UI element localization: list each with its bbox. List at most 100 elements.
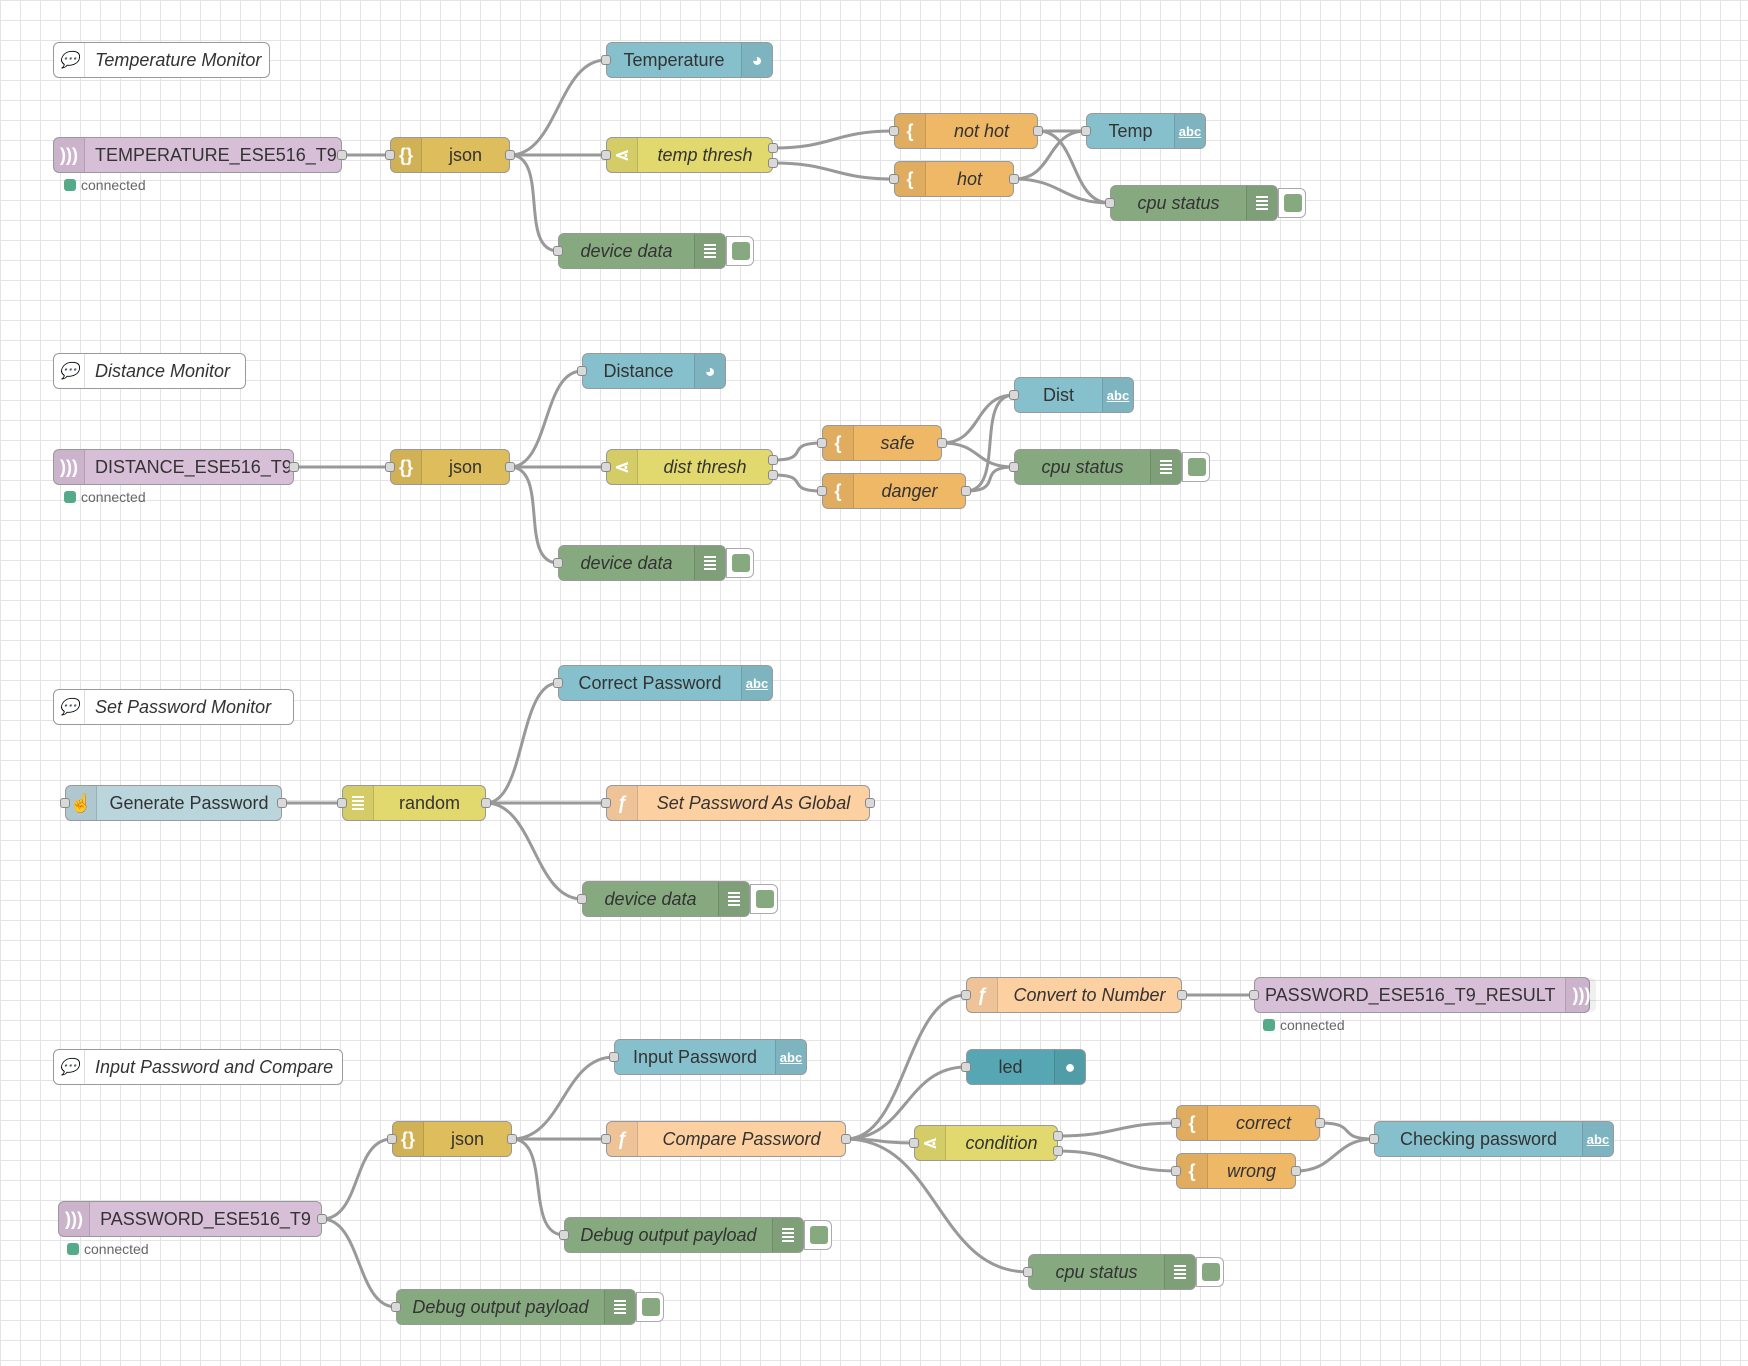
node-set-password-device-data-debug[interactable]: device data [577, 881, 778, 917]
output-port-1[interactable] [1053, 1131, 1063, 1141]
wire[interactable] [511, 1055, 615, 1141]
node-safe-template[interactable]: { safe [817, 425, 947, 461]
input-port[interactable] [385, 150, 395, 160]
wire[interactable] [772, 473, 823, 493]
wire[interactable] [1013, 129, 1087, 181]
node-convert-to-number-function[interactable]: ƒ Convert to Number [961, 977, 1187, 1013]
debug-toggle-button[interactable] [750, 884, 778, 914]
output-port[interactable] [507, 1134, 517, 1144]
input-port[interactable] [817, 438, 827, 448]
input-port[interactable] [601, 55, 611, 65]
output-port[interactable] [277, 798, 287, 808]
wire[interactable] [772, 161, 895, 181]
node-dist-thresh-switch[interactable]: ⋖ dist thresh [601, 449, 778, 485]
node-temp-text[interactable]: Temp abc [1081, 113, 1206, 149]
output-port[interactable] [505, 150, 515, 160]
input-port[interactable] [1009, 390, 1019, 400]
wire[interactable] [1013, 177, 1111, 205]
debug-toggle-button[interactable] [636, 1292, 664, 1322]
node-generate-password-inject[interactable]: ☝ Generate Password [60, 785, 287, 821]
input-port[interactable] [601, 798, 611, 808]
wire[interactable] [1037, 129, 1111, 205]
input-port[interactable] [601, 1134, 611, 1144]
input-port[interactable] [1171, 1166, 1181, 1176]
wire[interactable] [965, 393, 1015, 493]
output-port-2[interactable] [768, 158, 778, 168]
wire[interactable] [509, 153, 559, 253]
node-random[interactable]: random [337, 785, 491, 821]
input-port[interactable] [889, 174, 899, 184]
node-wrong-template[interactable]: { wrong [1171, 1153, 1301, 1189]
comment-input-password-compare[interactable]: 💬 Input Password and Compare [53, 1049, 343, 1085]
node-correct-template[interactable]: { correct [1171, 1105, 1325, 1141]
wire[interactable] [509, 465, 559, 565]
output-port[interactable] [317, 1214, 327, 1224]
node-temp-thresh-switch[interactable]: ⋖ temp thresh [601, 137, 778, 173]
node-distance-cpu-status-debug[interactable]: cpu status [1009, 449, 1210, 485]
debug-toggle-button[interactable] [1196, 1257, 1224, 1287]
wire[interactable] [1319, 1121, 1375, 1141]
input-port[interactable] [559, 1230, 569, 1240]
debug-toggle-button[interactable] [1182, 452, 1210, 482]
output-port[interactable] [961, 486, 971, 496]
node-distance-gauge[interactable]: Distance ◕ [577, 353, 726, 389]
wire[interactable] [509, 369, 583, 469]
wire[interactable] [845, 993, 967, 1141]
wire[interactable] [772, 441, 823, 462]
input-port[interactable] [337, 798, 347, 808]
input-port[interactable] [601, 462, 611, 472]
input-port[interactable] [909, 1138, 919, 1148]
input-port[interactable] [889, 126, 899, 136]
output-port-1[interactable] [768, 455, 778, 465]
node-correct-password-text[interactable]: Correct Password abc [553, 665, 773, 701]
input-port[interactable] [1249, 990, 1259, 1000]
node-checking-password-text[interactable]: Checking password abc [1369, 1121, 1614, 1157]
node-distance-device-data-debug[interactable]: device data [553, 545, 754, 581]
debug-toggle-button[interactable] [1278, 188, 1306, 218]
wire[interactable] [321, 1137, 393, 1221]
input-port[interactable] [1369, 1134, 1379, 1144]
input-port[interactable] [609, 1052, 619, 1062]
comment-distance-monitor[interactable]: 💬 Distance Monitor [53, 353, 246, 389]
input-port[interactable] [577, 366, 587, 376]
output-port[interactable] [337, 150, 347, 160]
wire[interactable] [941, 441, 1015, 469]
wire[interactable] [772, 129, 895, 150]
node-temperature-gauge[interactable]: Temperature ◕ [601, 42, 773, 78]
node-temperature-device-data-debug[interactable]: device data [553, 233, 754, 269]
wire[interactable] [1295, 1137, 1375, 1173]
output-port[interactable] [1177, 990, 1187, 1000]
node-temperature-json[interactable]: {} json [385, 137, 515, 173]
wire[interactable] [845, 1137, 1029, 1274]
wire[interactable] [941, 393, 1015, 445]
input-port[interactable] [1081, 126, 1091, 136]
input-port[interactable] [961, 990, 971, 1000]
debug-toggle-button[interactable] [726, 236, 754, 266]
wire[interactable] [321, 1217, 397, 1309]
input-port[interactable] [817, 486, 827, 496]
node-temperature-mqtt-in[interactable]: ))) TEMPERATURE_ESE516_T9 [53, 137, 347, 173]
output-port[interactable] [1291, 1166, 1301, 1176]
input-port[interactable] [1171, 1118, 1181, 1128]
wire[interactable] [485, 681, 559, 805]
node-danger-template[interactable]: { danger [817, 473, 971, 509]
input-port[interactable] [553, 558, 563, 568]
node-debug-output-payload-2[interactable]: Debug output payload [391, 1289, 664, 1325]
wire[interactable] [511, 1137, 565, 1237]
comment-temperature-monitor[interactable]: 💬 Temperature Monitor [53, 42, 270, 78]
node-condition-switch[interactable]: ⋖ condition [909, 1125, 1063, 1161]
node-input-json[interactable]: {} json [387, 1121, 517, 1157]
node-dist-text[interactable]: Dist abc [1009, 377, 1134, 413]
node-input-cpu-status-debug[interactable]: cpu status [1023, 1254, 1224, 1290]
debug-toggle-button[interactable] [726, 548, 754, 578]
inject-button[interactable] [60, 798, 70, 808]
node-input-password-text[interactable]: Input Password abc [609, 1039, 807, 1075]
node-led[interactable]: led ● [961, 1049, 1086, 1085]
wire[interactable] [845, 1065, 967, 1141]
node-hot-template[interactable]: { hot [889, 161, 1019, 197]
output-port-2[interactable] [1053, 1146, 1063, 1156]
output-port[interactable] [1033, 126, 1043, 136]
input-port[interactable] [961, 1062, 971, 1072]
node-password-result-mqtt-out[interactable]: PASSWORD_ESE516_T9_RESULT ))) [1249, 977, 1597, 1013]
